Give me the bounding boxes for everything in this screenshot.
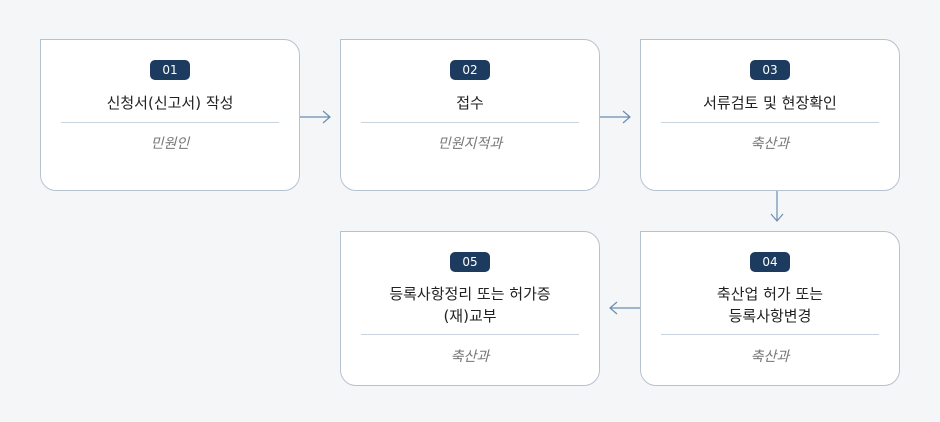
- step-card-01: 01 신청서(신고서) 작성 민원인: [40, 39, 300, 191]
- divider: [61, 122, 279, 123]
- step-title: 서류검토 및 현장확인: [703, 94, 837, 112]
- arrow-right-icon: [600, 110, 632, 124]
- step-number-badge: 05: [450, 252, 490, 272]
- step-department: 축산과: [750, 349, 790, 365]
- step-title-line-2: (재)교부: [443, 307, 497, 325]
- step-title: 접수: [456, 94, 484, 112]
- step-card-03: 03 서류검토 및 현장확인 축산과: [640, 39, 900, 191]
- divider: [361, 122, 579, 123]
- step-number-badge: 02: [450, 60, 490, 80]
- arrow-right-icon: [300, 110, 332, 124]
- divider: [361, 334, 579, 335]
- step-number-badge: 01: [150, 60, 190, 80]
- step-number-badge: 03: [750, 60, 790, 80]
- step-department: 민원인: [150, 136, 190, 152]
- arrow-left-icon: [608, 301, 640, 315]
- divider: [661, 122, 879, 123]
- step-title-line-1: 축산업 허가 또는: [716, 285, 824, 303]
- divider: [661, 334, 879, 335]
- step-number-badge: 04: [750, 252, 790, 272]
- step-card-02: 02 접수 민원지적과: [340, 39, 600, 191]
- step-title: 축산업 허가 또는 등록사항변경: [641, 283, 899, 327]
- step-title-line-1: 등록사항정리 또는 허가증: [389, 285, 551, 303]
- step-title-line-2: 등록사항변경: [728, 307, 812, 325]
- step-department: 축산과: [450, 349, 490, 365]
- step-title: 등록사항정리 또는 허가증 (재)교부: [341, 283, 599, 327]
- step-department: 축산과: [750, 136, 790, 152]
- step-card-05: 05 등록사항정리 또는 허가증 (재)교부 축산과: [340, 231, 600, 386]
- step-card-04: 04 축산업 허가 또는 등록사항변경 축산과: [640, 231, 900, 386]
- step-department: 민원지적과: [437, 136, 503, 152]
- arrow-down-icon: [770, 191, 784, 223]
- step-title: 신청서(신고서) 작성: [106, 94, 234, 112]
